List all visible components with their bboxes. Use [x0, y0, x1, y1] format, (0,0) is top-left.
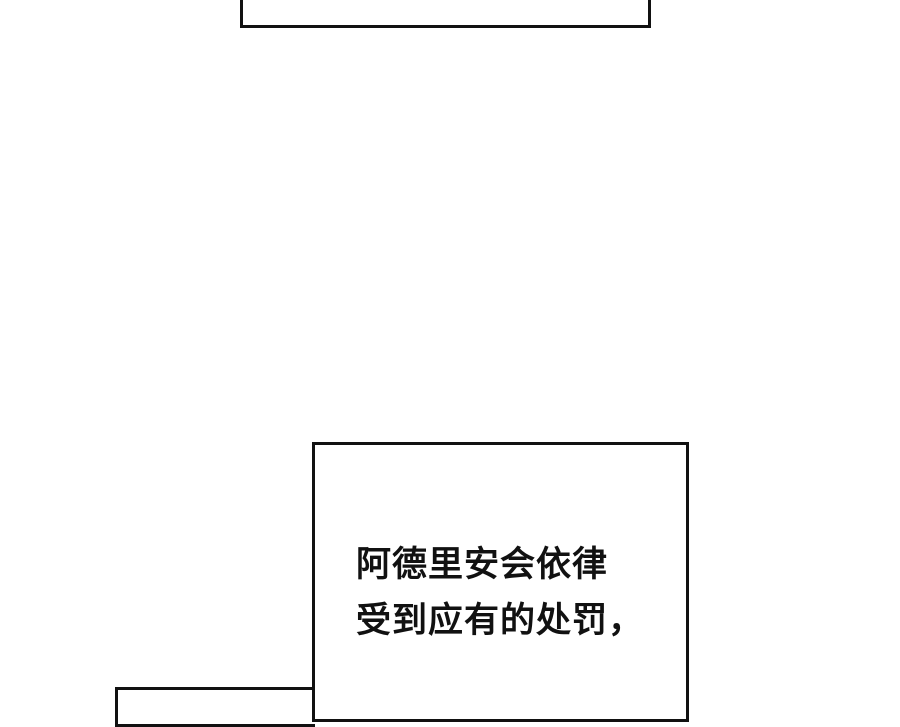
caption-text: 阿德里安会依律 受到应有的处罚，	[356, 537, 644, 649]
comic-panel-bottom-left	[115, 687, 315, 727]
caption-line: 受到应有的处罚，	[356, 601, 645, 641]
comic-panel-caption-box	[312, 442, 689, 722]
caption-line: 阿德里安会依律	[356, 545, 609, 585]
comic-panel-top	[240, 0, 651, 28]
